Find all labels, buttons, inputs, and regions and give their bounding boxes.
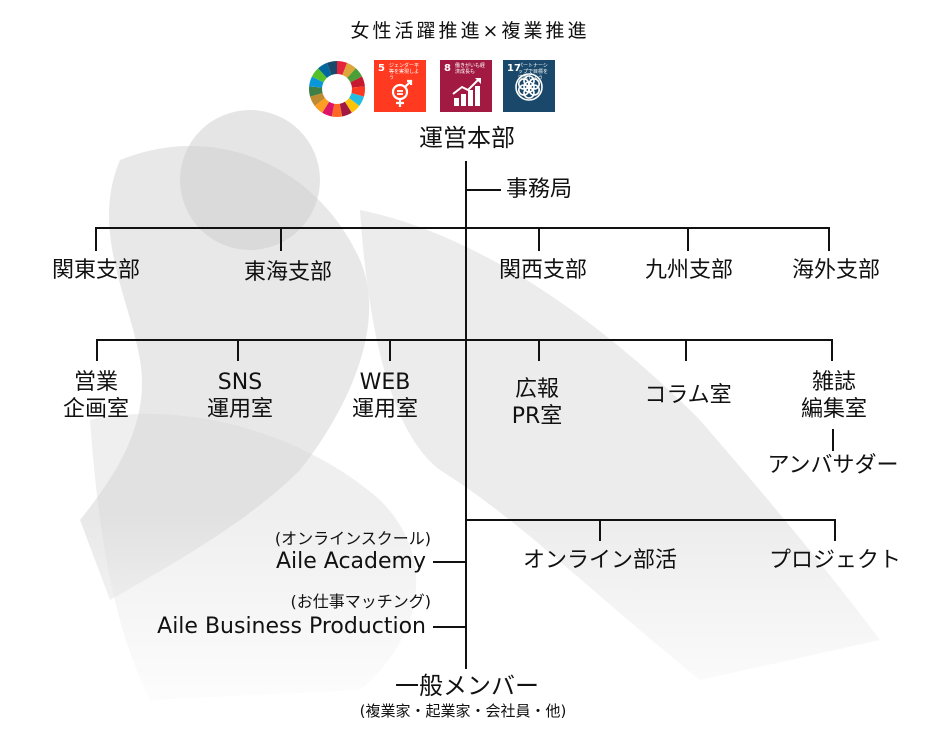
members-note: (複業家・起業家・会社員・他) bbox=[359, 702, 567, 720]
office-web-line1: WEB bbox=[359, 370, 411, 395]
sdgs-wheel-icon bbox=[309, 61, 365, 117]
branch-overseas: 海外支部 bbox=[791, 258, 881, 283]
gender-equality-icon bbox=[391, 79, 413, 107]
office-web-line2: 運用室 bbox=[351, 396, 419, 422]
business-name: Aile Business Production bbox=[157, 614, 426, 639]
office-magazine: 雑誌 編集室 bbox=[801, 370, 867, 424]
office-sales-line2: 企画室 bbox=[62, 396, 130, 422]
headquarters-label: 運営本部 bbox=[419, 124, 515, 152]
office-column: コラム室 bbox=[644, 383, 732, 408]
secretariat-label: 事務局 bbox=[506, 177, 573, 202]
growth-chart-icon bbox=[452, 78, 481, 106]
office-sales-planning: 営業 企画室 bbox=[63, 370, 129, 424]
page-title: 女性活躍推進×複業推進 bbox=[350, 20, 590, 42]
office-pr: 広報 PR室 bbox=[512, 377, 563, 431]
partnership-flower-icon bbox=[515, 73, 543, 101]
sdg-goal8-number: 8 bbox=[444, 63, 451, 74]
members-label: 一般メンバー bbox=[395, 672, 539, 700]
academy-note: (オンラインスクール) bbox=[274, 529, 431, 548]
sdg-goal5-icon: 5 ジェンダー平等を実現しよう bbox=[374, 60, 426, 112]
sdg-goal17-icon: 17 パートナーシップで目標を達成しよう bbox=[503, 60, 555, 112]
sdg-goal8-label: 働きがいも経済成長も bbox=[455, 63, 486, 75]
office-magazine-line2: 編集室 bbox=[800, 396, 868, 422]
sdg-goal8-icon: 8 働きがいも経済成長も bbox=[440, 60, 492, 112]
branch-tokai: 東海支部 bbox=[243, 260, 333, 285]
office-pr-line1: 広報 bbox=[514, 377, 559, 402]
academy-name: Aile Academy bbox=[276, 549, 426, 574]
ambassador-label: アンバサダー bbox=[767, 453, 899, 478]
branch-kyushu: 九州支部 bbox=[644, 258, 734, 283]
sdg-goal5-number: 5 bbox=[378, 63, 385, 74]
branch-kansai: 関西支部 bbox=[498, 258, 588, 283]
office-magazine-line1: 雑誌 bbox=[811, 370, 857, 395]
project-label: プロジェクト bbox=[768, 548, 902, 573]
office-sns: SNS 運用室 bbox=[207, 370, 273, 424]
office-sns-line2: 運用室 bbox=[206, 396, 274, 422]
office-pr-line2: PR室 bbox=[511, 403, 563, 429]
sdg-goal5-label: ジェンダー平等を実現しよう bbox=[389, 63, 420, 81]
sdg-goal17-number: 17 bbox=[507, 63, 521, 74]
sdg-goal17-label: パートナーシップで目標を達成しよう bbox=[518, 63, 549, 81]
branch-kanto: 関東支部 bbox=[51, 258, 141, 283]
office-sales-line1: 営業 bbox=[73, 370, 119, 395]
office-sns-line1: SNS bbox=[217, 370, 263, 395]
business-note: (お仕事マッチング) bbox=[290, 592, 432, 611]
office-web: WEB 運用室 bbox=[352, 370, 418, 424]
online-club-label: オンライン部活 bbox=[522, 548, 678, 573]
